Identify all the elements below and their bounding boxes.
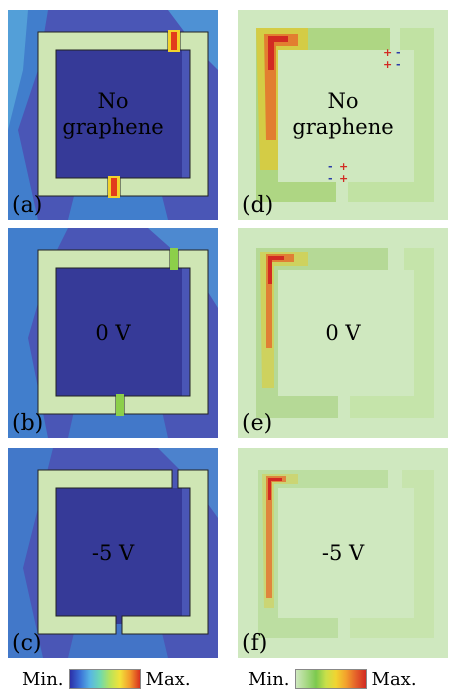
panel-a: No graphene (a)	[8, 10, 218, 220]
e-field-color-scale: Min. Max.	[22, 664, 191, 694]
h-field-map-f	[238, 448, 448, 658]
minus-sign: -	[328, 160, 333, 173]
panel-letter: (c)	[12, 631, 42, 656]
label-line-1: No	[97, 89, 129, 113]
label-line-1: 0 V	[95, 321, 131, 345]
plus-sign: +	[339, 160, 349, 173]
panel-f: -5 V (f)	[238, 448, 448, 658]
h-colorbar	[294, 669, 367, 689]
panel-b: 0 V (b)	[8, 228, 218, 438]
plus-sign: +	[383, 46, 393, 59]
scale-max-label: Max.	[145, 668, 191, 690]
plus-sign: +	[383, 58, 393, 71]
e-field-map-b	[8, 228, 218, 438]
scale-min-label: Min.	[22, 668, 64, 690]
e-field-map-c	[8, 448, 218, 658]
scale-max-label: Max.	[371, 668, 417, 690]
label-line-2: graphene	[292, 115, 394, 139]
label-line-1: No	[327, 89, 359, 113]
h-field-map-e	[238, 228, 448, 438]
label-line-1: -5 V	[321, 541, 365, 565]
panel-letter: (f)	[242, 631, 268, 656]
plus-sign: +	[339, 172, 349, 185]
e-colorbar	[68, 669, 141, 689]
h-field-map-d	[238, 10, 448, 220]
label-line-1: -5 V	[91, 541, 135, 565]
h-field-color-scale: Min. Max.	[248, 664, 417, 694]
panel-letter: (b)	[12, 411, 44, 436]
panel-letter: (a)	[12, 193, 43, 218]
panel-letter: (e)	[242, 411, 273, 436]
panel-letter: (d)	[242, 193, 274, 218]
minus-sign: -	[396, 58, 401, 71]
panel-e: 0 V (e)	[238, 228, 448, 438]
label-line-1: 0 V	[325, 321, 361, 345]
panel-d: + + - - + + - - No graphene (d)	[238, 10, 448, 220]
minus-sign: -	[396, 46, 401, 59]
label-line-2: graphene	[62, 115, 164, 139]
e-field-map-a	[8, 10, 218, 220]
minus-sign: -	[328, 172, 333, 185]
panel-c: -5 V (c)	[8, 448, 218, 658]
scale-min-label: Min.	[248, 668, 290, 690]
